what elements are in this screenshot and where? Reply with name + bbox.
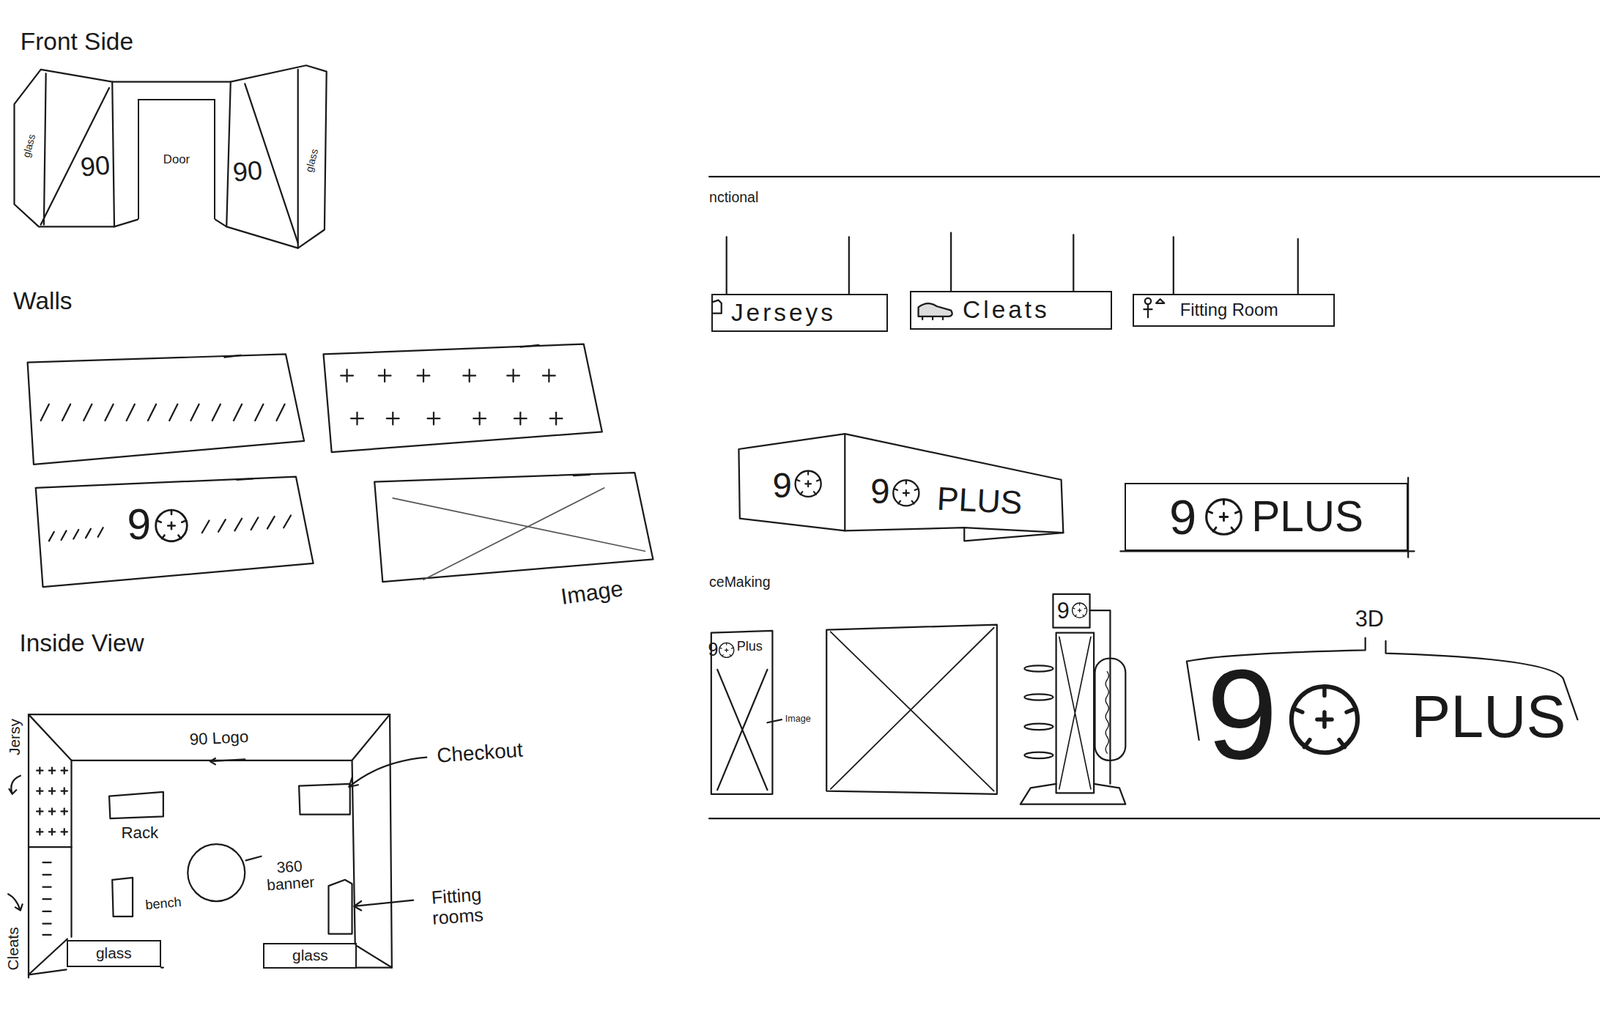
logo-text: 9 (870, 472, 890, 511)
sign-content: glass (95, 945, 132, 962)
logo-text: 90 (232, 155, 265, 187)
plan-label: Cleats (5, 927, 22, 971)
sign-content: Jerseys (731, 299, 836, 327)
sign-text: Jerseys (731, 299, 836, 327)
logo-text: 9 (127, 501, 152, 548)
plan-label: 90 Logo (189, 728, 250, 750)
glass-window: glass (263, 942, 357, 969)
logo-text: 9 (1057, 598, 1070, 624)
glass-window: glass (66, 939, 162, 968)
section-heading: Front Side (20, 28, 134, 56)
sign-text: 9 (1169, 490, 1197, 545)
sign-text: glass (292, 947, 329, 965)
logo-text: 90 (79, 150, 112, 182)
logo-text: PLUS (1410, 683, 1566, 749)
sign-text: glass (95, 945, 132, 962)
sign-content: Door (163, 153, 190, 167)
floor-plan (8, 714, 427, 978)
section-heading: Walls (13, 287, 72, 316)
logo-text: PLUS (935, 479, 1023, 521)
store-sign: 9 PLUS (1124, 482, 1409, 551)
section-heading: ceMaking (709, 575, 770, 591)
plan-label: Fitting rooms (415, 882, 500, 929)
door-frame: Door (137, 98, 216, 220)
plan-label: Rack (120, 823, 159, 842)
hanging-sign: Jerseys (711, 293, 888, 332)
glass-note: glass (21, 133, 39, 159)
sign-text: Cleats (962, 296, 1050, 324)
sign-content: 9 PLUS (1169, 490, 1364, 545)
soccer-ball-icon (1204, 497, 1244, 537)
plan-label: Checkout (435, 739, 524, 768)
plan-label: Jersy (5, 718, 23, 756)
image-note: Image (558, 576, 625, 610)
plan-label: 360 banner (259, 856, 321, 894)
plan-label: bench (144, 895, 182, 913)
section-heading: nctional (709, 189, 759, 206)
logo-text: 9 (772, 466, 792, 505)
wall-sketches (27, 344, 654, 588)
sign-text: Door (163, 153, 190, 167)
section-heading: Inside View (19, 629, 144, 657)
logo-text: Plus (736, 639, 763, 655)
hanging-sign: Cleats (909, 290, 1113, 330)
sign-content: Cleats (962, 296, 1050, 324)
sign-content: Fitting Room (1180, 300, 1279, 320)
soccer-ball-icons (156, 471, 1358, 753)
logo-text: 9 (1206, 643, 1278, 785)
dimension-note: 3D (1355, 607, 1384, 633)
image-note: Image (785, 714, 811, 725)
glass-note: glass (304, 147, 321, 173)
storefront-sketch (14, 65, 327, 248)
sign-text: Fitting Room (1180, 300, 1279, 320)
logo-text: 9 (708, 639, 719, 661)
sign-content: glass (292, 947, 329, 965)
sign-text: PLUS (1251, 493, 1364, 540)
signage-sketches (709, 176, 1600, 819)
hanging-sign: Fitting Room (1132, 293, 1335, 327)
